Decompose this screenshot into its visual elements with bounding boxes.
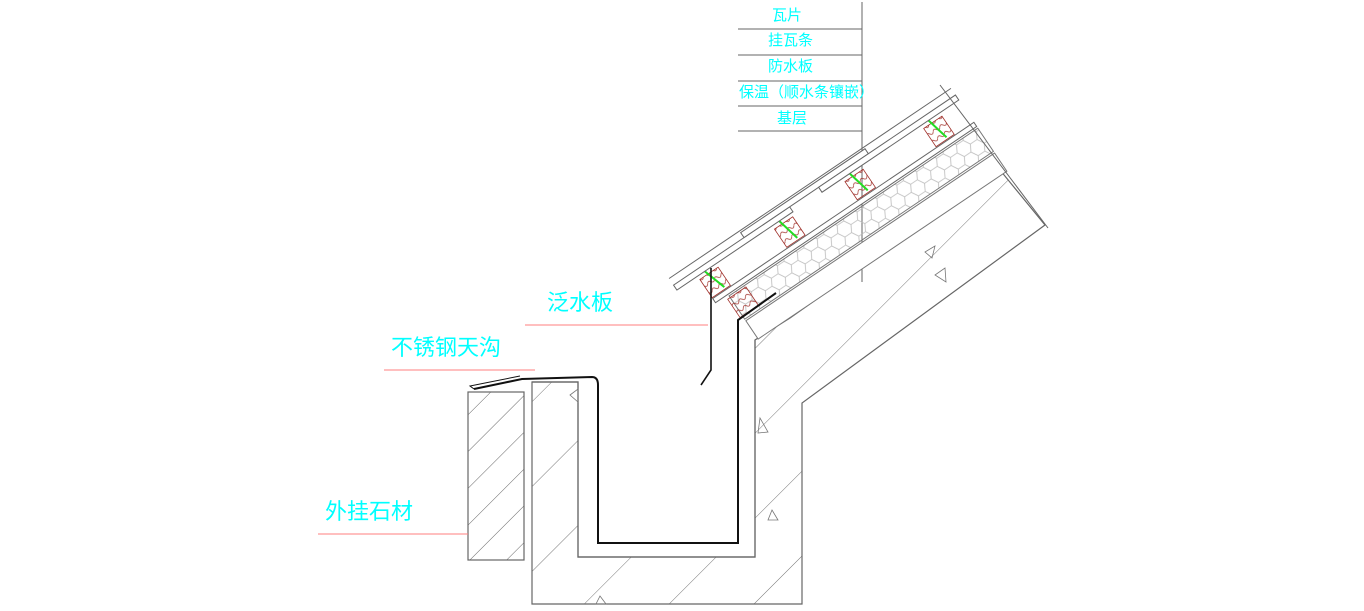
legend-layer-batten: 挂瓦条: [768, 31, 814, 49]
flashing-board: [700, 268, 712, 386]
flashing-label: 泛水板: [547, 291, 614, 316]
base-layer: [745, 152, 1008, 340]
legend-layer-insulation: 保温（顺水条镶嵌）: [739, 83, 875, 101]
legend-layer-tile: 瓦片: [772, 6, 803, 24]
stainless-steel-gutter: [473, 292, 777, 544]
gutter-label: 不锈钢天沟: [391, 336, 502, 361]
roof-tiles: [668, 87, 960, 291]
waterproof-board: [712, 121, 978, 304]
roof-layers: [668, 87, 1008, 340]
nails: [702, 118, 948, 288]
slope-end-line: [939, 84, 1049, 229]
stone-label: 外挂石材: [325, 500, 414, 525]
legend-layer-waterproof: 防水板: [768, 57, 814, 75]
stone-cladding-panel: [467, 391, 525, 561]
legend-layer-base: 基层: [777, 109, 808, 127]
